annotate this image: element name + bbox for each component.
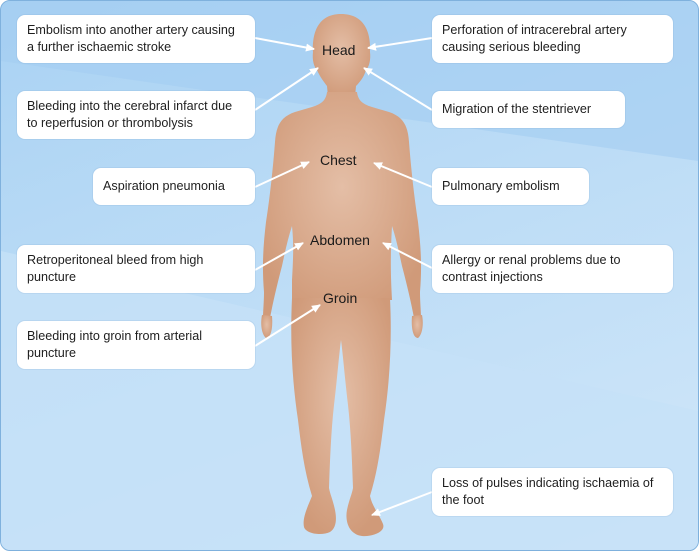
region-label-chest: Chest <box>320 152 357 168</box>
callout-bleeding-infarct: Bleeding into the cerebral infarct due t… <box>17 91 255 139</box>
body-legs <box>291 298 391 537</box>
callout-groin-bleed-text: Bleeding into groin from arterial punctu… <box>27 329 203 360</box>
body-left-hand <box>261 315 273 338</box>
callout-embolism: Embolism into another artery causing a f… <box>17 15 255 63</box>
callout-migration-text: Migration of the stentriever <box>442 102 592 116</box>
body-right-hand <box>411 315 423 338</box>
body-head <box>312 14 371 97</box>
callout-allergy: Allergy or renal problems due to contras… <box>432 245 673 293</box>
region-label-head: Head <box>322 42 356 58</box>
callout-aspiration: Aspiration pneumonia <box>93 168 255 205</box>
callout-pulmonary: Pulmonary embolism <box>432 168 589 205</box>
callout-embolism-text: Embolism into another artery causing a f… <box>27 23 235 54</box>
callout-perforation-text: Perforation of intracerebral artery caus… <box>442 23 627 54</box>
callout-bleeding-infarct-text: Bleeding into the cerebral infarct due t… <box>27 99 233 130</box>
region-label-groin: Groin <box>323 290 358 306</box>
callout-retroperitoneal-text: Retroperitoneal bleed from high puncture <box>27 253 204 284</box>
callout-groin-bleed: Bleeding into groin from arterial punctu… <box>17 321 255 369</box>
callout-retroperitoneal: Retroperitoneal bleed from high puncture <box>17 245 255 293</box>
callout-allergy-text: Allergy or renal problems due to contras… <box>442 253 621 284</box>
callout-migration: Migration of the stentriever <box>432 91 625 128</box>
region-label-abdomen: Abdomen <box>310 232 370 248</box>
callout-loss-pulses: Loss of pulses indicating ischaemia of t… <box>432 468 673 516</box>
body-torso <box>262 92 422 318</box>
callout-pulmonary-text: Pulmonary embolism <box>442 179 560 193</box>
callout-perforation: Perforation of intracerebral artery caus… <box>432 15 673 63</box>
callout-loss-pulses-text: Loss of pulses indicating ischaemia of t… <box>442 476 654 507</box>
callout-aspiration-text: Aspiration pneumonia <box>103 179 225 193</box>
